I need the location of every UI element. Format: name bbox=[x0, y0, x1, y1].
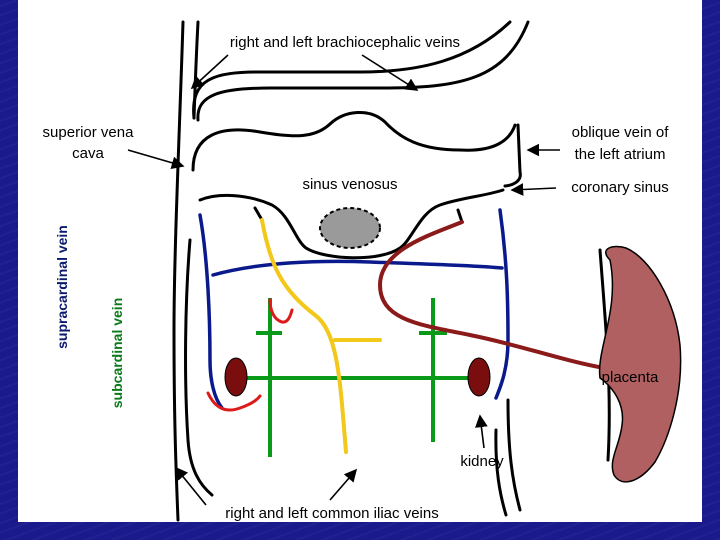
brachiocephalic-arrow-right bbox=[361, 54, 419, 91]
label-subcardinal-vein: subcardinal vein bbox=[109, 298, 125, 408]
sinus-horn-upper bbox=[191, 110, 517, 172]
left-subcardinal-vein bbox=[198, 213, 224, 410]
subcardinal-anastomosis bbox=[211, 259, 504, 277]
right-kidney bbox=[467, 357, 491, 397]
left-sinus-horn bbox=[253, 206, 264, 222]
umbilical-vein bbox=[377, 220, 606, 370]
right-limb bbox=[506, 398, 522, 512]
label-brachiocephalic-veins: right and left brachiocephalic veins bbox=[230, 34, 460, 51]
svc-outer-wall bbox=[172, 20, 185, 522]
label-oblique-line2: the left atrium bbox=[575, 146, 666, 163]
coronary-sinus-arrow bbox=[510, 183, 557, 196]
label-coronary-sinus: coronary sinus bbox=[571, 179, 669, 196]
left-brachiocephalic-vein bbox=[196, 20, 530, 122]
placenta bbox=[598, 245, 682, 483]
label-svc-line1: superior vena bbox=[43, 124, 135, 141]
yellow-vein bbox=[260, 218, 348, 454]
red-lower-branch bbox=[206, 391, 262, 412]
label-iliac-veins: right and left common iliac veins bbox=[225, 505, 438, 522]
red-upper-branch bbox=[268, 298, 294, 324]
right-subcardinal-vein bbox=[494, 208, 510, 400]
left-kidney bbox=[224, 357, 248, 397]
label-oblique-line1: oblique vein of bbox=[572, 124, 670, 141]
label-placenta: placenta bbox=[602, 369, 659, 386]
sinus-horn-lower bbox=[198, 188, 505, 260]
oblique-vein bbox=[503, 123, 522, 188]
label-supracardinal-vein: supracardinal vein bbox=[54, 225, 70, 349]
sinus-venosus-shape bbox=[319, 207, 381, 249]
label-kidney: kidney bbox=[460, 453, 504, 470]
right-sinus-horn bbox=[456, 208, 464, 224]
svc-arrow bbox=[127, 149, 185, 170]
right-limb-inner bbox=[494, 428, 508, 517]
iliac-arrow-right bbox=[329, 468, 358, 501]
brachiocephalic-arrow-left bbox=[190, 54, 229, 90]
kidney-arrow bbox=[475, 414, 488, 449]
supracardinal-wall-inner bbox=[184, 238, 214, 497]
label-sinus-venosus: sinus venosus bbox=[302, 176, 397, 193]
label-svc-line2: cava bbox=[72, 145, 104, 162]
iliac-arrow-left bbox=[174, 466, 207, 506]
